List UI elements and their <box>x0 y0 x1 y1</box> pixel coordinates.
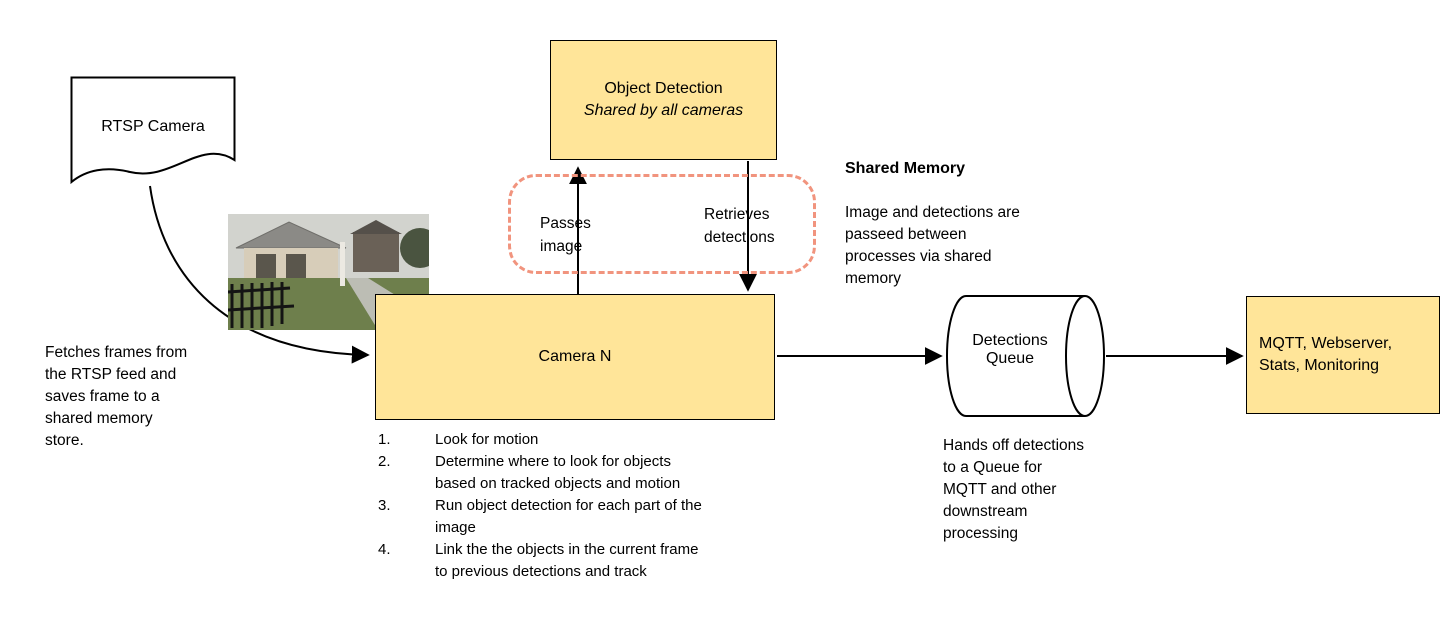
detections-queue-label: Detections Queue <box>972 332 1048 367</box>
object-detection-node: Object Detection Shared by all cameras <box>550 40 777 160</box>
object-detection-title: Object Detection <box>604 79 723 97</box>
passes-image-label: Passes image <box>540 215 591 255</box>
step-number: 1. <box>378 431 391 448</box>
document-shape <box>70 76 236 185</box>
camera-n-node: Camera N <box>375 294 775 420</box>
list-item: 3. Run object detection for each part of… <box>378 495 770 539</box>
list-item: 1. Look for motion <box>378 429 770 451</box>
shared-memory-note-body: Image and detections are passeed between… <box>845 204 1020 287</box>
step-text: Look for motion <box>435 431 539 448</box>
outputs-label: MQTT, Webserver, Stats, Monitoring <box>1259 334 1393 374</box>
detections-queue-node <box>945 294 1107 418</box>
retrieves-detections-label: Retrieves detections <box>704 206 775 246</box>
camera-steps-list: 1. Look for motion 2. Determine where to… <box>378 429 770 583</box>
list-item: 2. Determine where to look for objects b… <box>378 451 770 495</box>
step-number: 3. <box>378 497 391 514</box>
rtsp-camera-node <box>70 76 236 188</box>
step-text: Run object detection for each part of th… <box>435 497 702 536</box>
rtsp-camera-label: RTSP Camera <box>101 118 205 135</box>
queue-handoff-note: Hands off detections to a Queue for MQTT… <box>943 437 1085 542</box>
step-text: Determine where to look for objects base… <box>435 453 681 492</box>
list-item: 4. Link the the objects in the current f… <box>378 539 770 583</box>
rtsp-to-camera-arrow <box>149 185 370 364</box>
step-number: 4. <box>378 541 391 558</box>
object-detection-subtitle: Shared by all cameras <box>583 102 744 119</box>
shared-memory-note: Shared Memory Image and detections are p… <box>845 136 1075 312</box>
shared-memory-note-title: Shared Memory <box>845 160 966 177</box>
queue-cylinder-shape <box>946 295 1105 417</box>
step-text: Link the the objects in the current fram… <box>435 541 699 580</box>
step-number: 2. <box>378 453 391 470</box>
outputs-node: MQTT, Webserver, Stats, Monitoring <box>1246 296 1440 414</box>
shared-memory-region <box>508 174 816 274</box>
fetch-frames-note: Fetches frames from the RTSP feed and sa… <box>45 344 188 449</box>
camera-snapshot-image <box>228 214 429 330</box>
camera-n-label: Camera N <box>538 347 612 365</box>
